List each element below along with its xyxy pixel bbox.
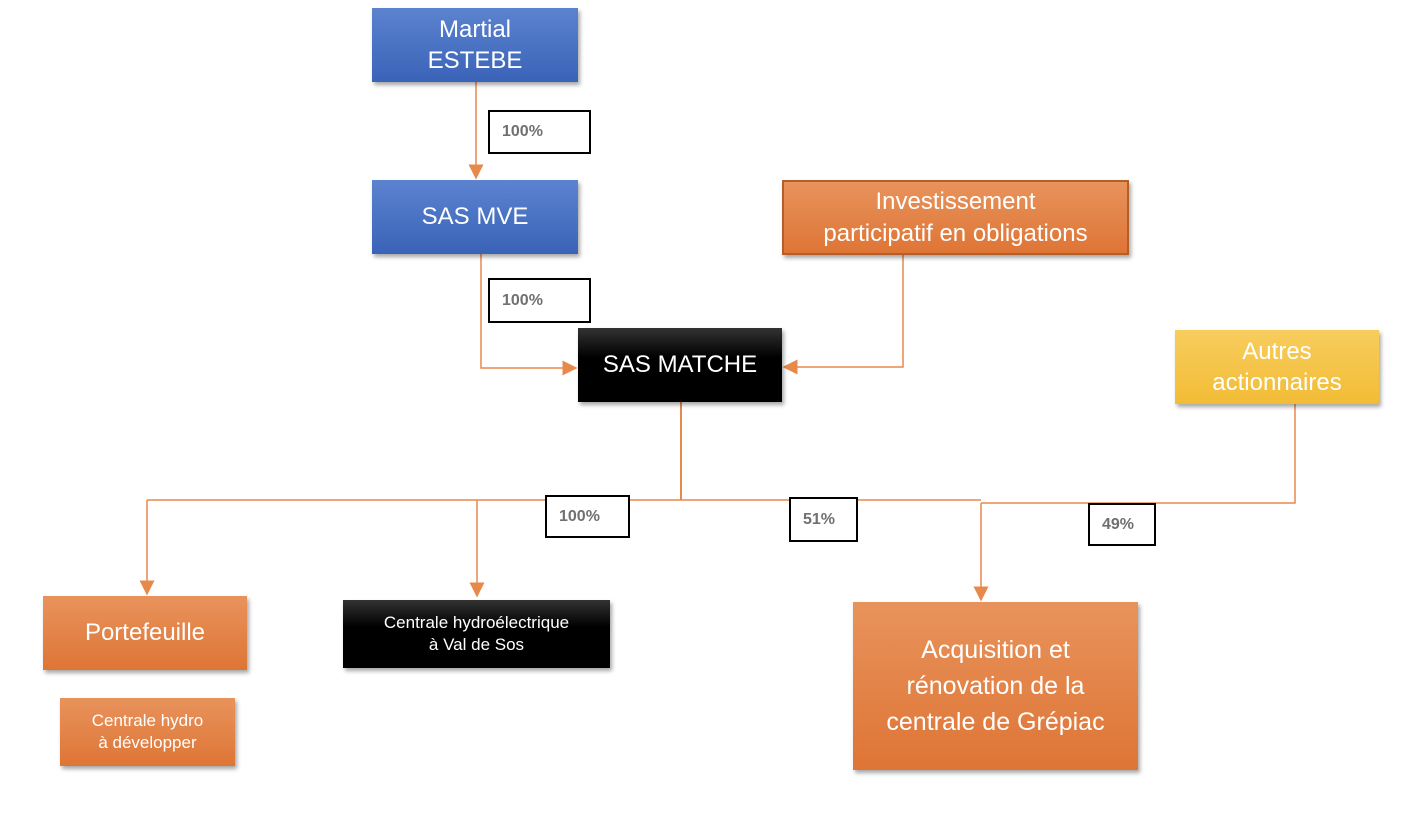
pct-label-matche-grepiac: 51% [789, 497, 858, 542]
node-grepiac: Acquisition et rénovation de la centrale… [853, 602, 1138, 770]
node-portefeuille: Portefeuille [43, 596, 247, 670]
pct-label-mve-matche: 100% [488, 278, 591, 323]
pct-label-martial-mve: 100% [488, 110, 591, 154]
node-val-de-sos: Centrale hydroélectrique à Val de Sos [343, 600, 610, 668]
pct-label-autres-grepiac: 49% [1088, 503, 1156, 546]
node-sas-mve: SAS MVE [372, 180, 578, 254]
edge-invest-matche [782, 255, 904, 375]
edge-mve-matche [480, 254, 578, 376]
node-sas-matche: SAS MATCHE [578, 328, 782, 402]
edge-autres [981, 404, 1296, 504]
node-hydro-a-developper: Centrale hydro à développer [60, 698, 235, 766]
node-investissement: Investissement participatif en obligatio… [782, 180, 1129, 255]
node-martial-estebe: Martial ESTEBE [372, 8, 578, 82]
pct-label-matche-subsidiaries: 100% [545, 495, 630, 538]
node-autres-actionnaires: Autres actionnaires [1175, 330, 1379, 404]
